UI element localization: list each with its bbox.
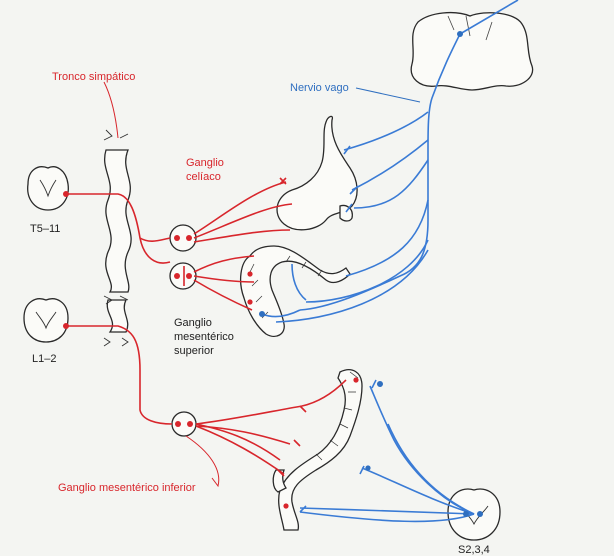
label-ganglio-mes-inf: Ganglio mesentérico inferior [58,482,196,494]
sympathetic-trunk [103,129,132,347]
label-ganglio-celiaco-2: celíaco [186,171,221,183]
label-nervio-vago: Nervio vago [290,82,349,94]
colon-upper [239,245,351,338]
label-ganglio-celiaco-1: Ganglio [186,157,224,169]
label-l1-2: L1–2 [32,353,56,365]
label-t5-11: T5–11 [30,223,60,235]
ganglio-celiaco [169,224,197,252]
label-ganglio-mes-sup-2: mesentérico [174,331,234,343]
sympathetic-pathways [63,177,359,509]
label-s234: S2,3,4 [458,544,490,556]
colon-lower [272,369,363,531]
parasympathetic-pathways [259,0,519,523]
label-ganglio-mes-sup-1: Ganglio [174,317,212,329]
spinal-cord-l1-2 [23,298,69,343]
brainstem [410,11,534,91]
spinal-cord-t5-11 [27,166,69,211]
leader-lines [103,81,421,488]
label-ganglio-mes-sup-3: superior [174,345,214,357]
label-tronco-simpatico: Tronco simpático [52,71,135,83]
ganglio-mesenterico-superior [169,262,197,290]
stomach [276,115,358,231]
